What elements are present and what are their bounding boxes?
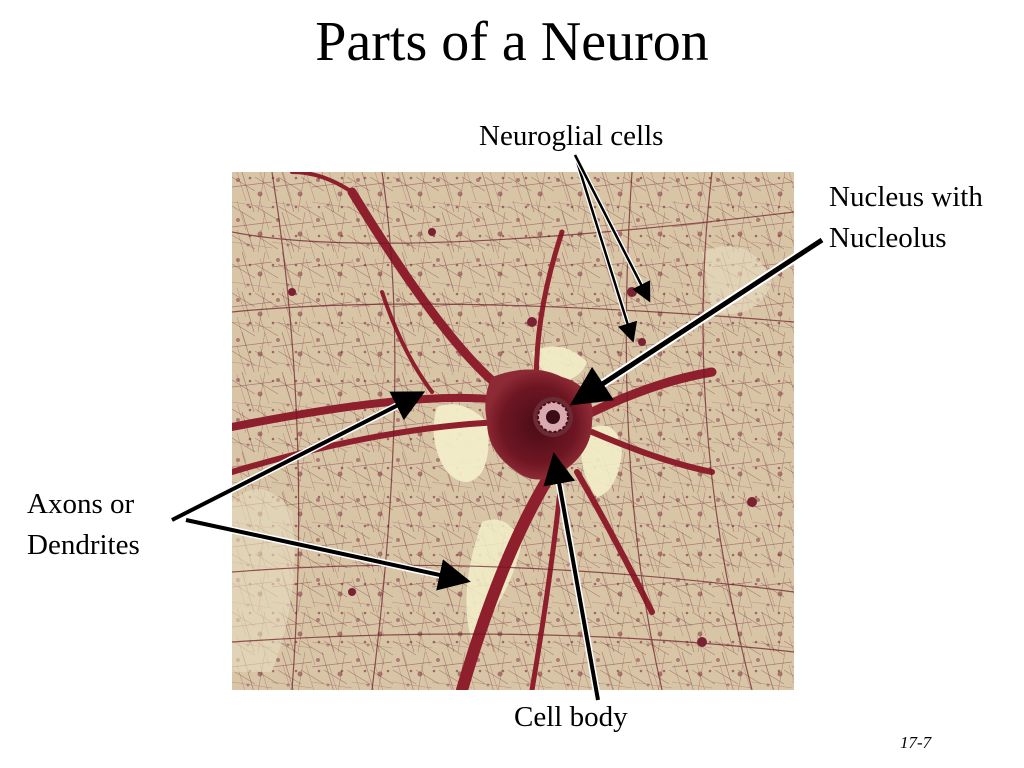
label-nucleus: Nucleus with Nucleolus: [829, 177, 983, 259]
neuron-micrograph: [232, 172, 794, 690]
label-axons-dendrites: Axons or Dendrites: [27, 484, 140, 566]
slide-title: Parts of a Neuron: [315, 11, 709, 73]
label-axons-line2: Dendrites: [27, 529, 140, 561]
label-neuroglial-cells: Neuroglial cells: [479, 120, 664, 152]
label-nucleus-line1: Nucleus with: [829, 181, 983, 213]
label-cell-body: Cell body: [514, 701, 628, 733]
label-axons-line1: Axons or: [27, 488, 135, 520]
label-nucleus-line2: Nucleolus: [829, 222, 947, 254]
slide-number: 17-7: [900, 733, 932, 752]
